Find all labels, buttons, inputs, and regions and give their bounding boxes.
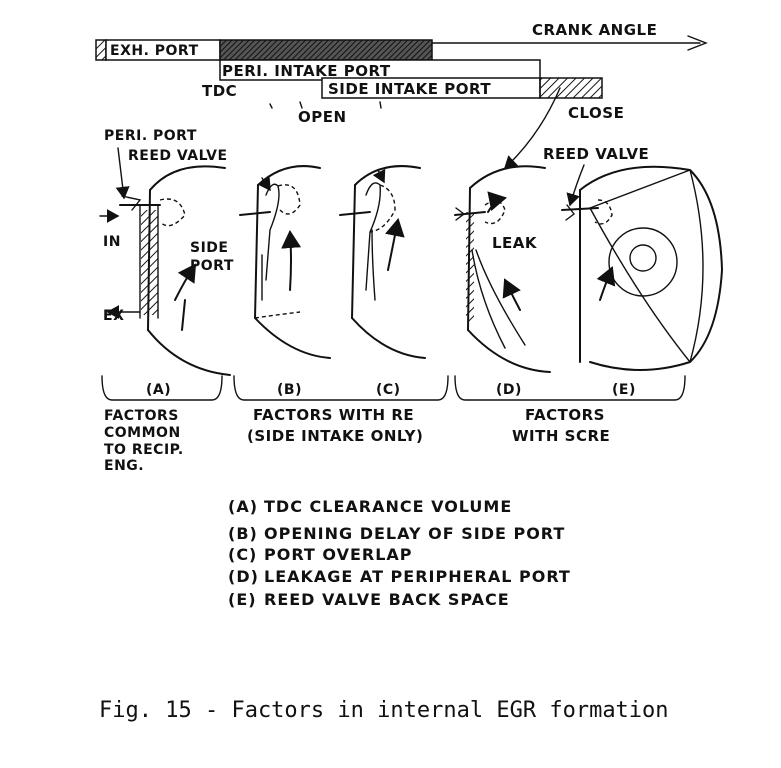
crank-angle-label: CRANK ANGLE — [532, 21, 657, 39]
flow-arrow-e — [596, 266, 616, 301]
legend: (A) TDC CLEARANCE VOLUME (B) OPENING DEL… — [228, 497, 571, 609]
engine-panel-d: LEAK — [454, 165, 551, 373]
legend-text: OPENING DELAY OF SIDE PORT — [264, 524, 565, 543]
legend-key: (E) — [228, 590, 257, 609]
legend-text: PORT OVERLAP — [264, 545, 413, 564]
reed-valve-pointer-right — [566, 164, 585, 207]
brace-group-3 — [454, 375, 686, 401]
open-label: OPEN — [298, 108, 347, 126]
reed-valve-label-right: REED VALVE — [543, 145, 649, 163]
group1-line1: FACTORS — [104, 408, 179, 424]
timing-chart: CRANK ANGLE EXH. PORT PERI. INTAKE PORT … — [95, 21, 708, 169]
callouts: PERI. PORT REED VALVE REED VALVE — [104, 128, 649, 207]
legend-key: (D) — [228, 567, 259, 586]
flow-arrow-d — [502, 278, 521, 311]
open-tick-2 — [299, 101, 303, 109]
rotor-hub — [608, 227, 678, 297]
in-label: IN — [103, 234, 121, 250]
side-port-label-line2: PORT — [190, 258, 234, 274]
flow-arrow-c — [385, 218, 405, 271]
legend-text: LEAKAGE AT PERIPHERAL PORT — [264, 567, 571, 586]
legend-text: TDC CLEARANCE VOLUME — [264, 497, 512, 516]
engine-panel-c — [339, 165, 426, 359]
open-tick-1 — [269, 103, 273, 109]
group2-line1: FACTORS WITH RE — [253, 406, 414, 424]
engine-panel-e — [561, 165, 723, 371]
group3-line1: FACTORS — [525, 406, 605, 424]
side-intake-port-label: SIDE INTAKE PORT — [328, 80, 491, 98]
legend-text: REED VALVE BACK SPACE — [264, 590, 510, 609]
side-port-label-line1: SIDE — [190, 240, 228, 256]
brace-group-1 — [101, 375, 223, 401]
eccentric-shaft — [629, 244, 657, 272]
legend-item: (E) REED VALVE BACK SPACE — [228, 590, 510, 609]
side-intake-port-bar-hatched-right — [539, 77, 603, 99]
group1-line4: ENG. — [104, 458, 144, 474]
panel-label-e: (E) — [612, 382, 636, 398]
leak-label: LEAK — [492, 234, 538, 252]
figure-caption: Fig. 15 - Factors in internal EGR format… — [99, 698, 669, 723]
reed-valve-label-left: REED VALVE — [128, 148, 228, 164]
legend-key: (A) — [228, 497, 258, 516]
ex-label: EX — [103, 308, 124, 324]
legend-item: (D) LEAKAGE AT PERIPHERAL PORT — [228, 567, 571, 586]
flow-arrow-a — [174, 263, 197, 301]
peri-port-label: PERI. PORT — [104, 128, 197, 144]
panel-label-a: (A) — [146, 382, 171, 398]
panel-labels: (A) (B) (C) (D) (E) — [101, 375, 686, 401]
open-tick-3 — [379, 101, 382, 109]
legend-key: (B) — [228, 524, 258, 543]
flow-arrow-b — [281, 230, 302, 291]
engine-panel-b — [239, 165, 331, 359]
group1-line3: TO RECIP. — [104, 442, 184, 458]
engine-panel-a: IN EX SIDE PORT — [99, 165, 234, 376]
exh-port-label: EXH. PORT — [110, 43, 199, 59]
legend-item: (B) OPENING DELAY OF SIDE PORT — [228, 524, 565, 543]
group3-line2: WITH SCRE — [512, 427, 610, 445]
panel-label-d: (D) — [496, 382, 522, 398]
group2-line2: (SIDE INTAKE ONLY) — [247, 427, 423, 445]
exh-port-overlap-hatched — [219, 39, 433, 61]
factor-groups: FACTORS COMMON TO RECIP. ENG. FACTORS WI… — [104, 406, 610, 474]
peri-port-pointer — [115, 147, 130, 200]
panel-label-b: (B) — [277, 382, 302, 398]
close-label: CLOSE — [568, 104, 624, 122]
crank-angle-arrowhead — [687, 35, 708, 51]
peri-intake-port-label: PERI. INTAKE PORT — [222, 62, 391, 80]
legend-item: (C) PORT OVERLAP — [228, 545, 413, 564]
legend-key: (C) — [228, 545, 257, 564]
exh-port-bar-hatched-left — [95, 39, 107, 61]
panel-label-c: (C) — [376, 382, 401, 398]
group1-line2: COMMON — [104, 425, 181, 441]
close-pointer-arrow — [503, 87, 561, 169]
tdc-label: TDC — [202, 82, 237, 100]
leak-arrow — [487, 191, 507, 213]
brace-group-2 — [233, 375, 449, 401]
legend-item: (A) TDC CLEARANCE VOLUME — [228, 497, 512, 516]
